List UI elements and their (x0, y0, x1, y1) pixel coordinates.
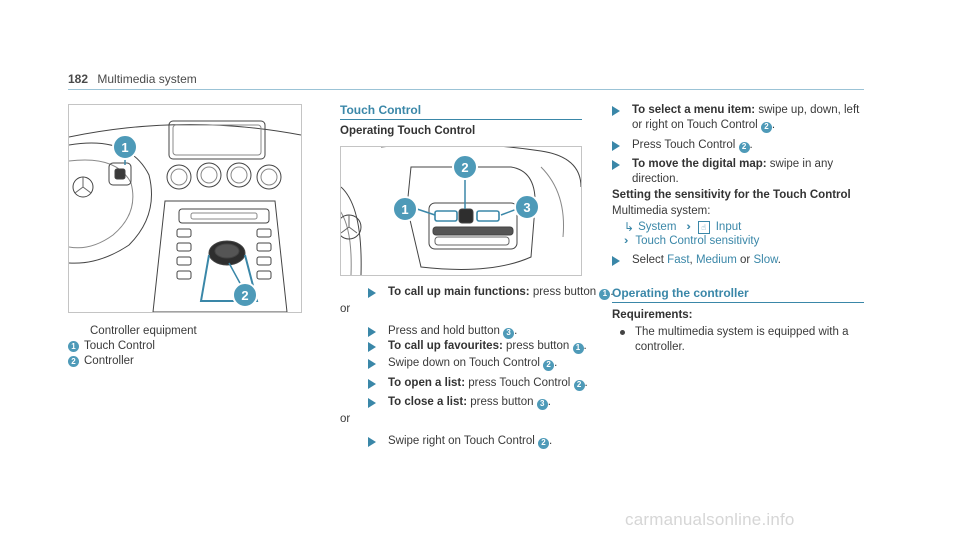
sensitivity-path-label: Multimedia system: (612, 205, 711, 217)
arrow-icon (368, 288, 376, 298)
page-title: Multimedia system (97, 72, 197, 86)
figure2-callout-3: 3 (523, 200, 530, 215)
callout-badge-2: 2 (68, 356, 79, 368)
legend-label: Controller (84, 355, 134, 367)
bullet-icon (620, 330, 625, 335)
double-chevron-icon: ›› (624, 235, 629, 247)
page-number: 182 (68, 72, 89, 86)
menu-touch-control-sensitivity: Touch Control sensitivity (635, 235, 760, 247)
section-rule (612, 302, 864, 303)
option-fast: Fast (667, 254, 690, 266)
step-main-functions: To call up main functions: press button … (368, 285, 614, 300)
arrow-icon (368, 359, 376, 369)
step-press-hold: Press and hold button 3. (368, 324, 517, 339)
step-select-sensitivity: Select Fast, Medium or Slow. (612, 253, 781, 268)
section-rule (340, 119, 582, 120)
or-text: or (340, 303, 351, 315)
figure2-callout-1: 1 (401, 202, 408, 217)
legend-label: Touch Control (84, 340, 155, 352)
figure1-callout-1: 1 (121, 140, 128, 155)
arrow-icon (368, 327, 376, 337)
menu-path-system: ↳ System ›› ☝ Input (624, 220, 741, 234)
step-favourites: To call up favourites: press button 1. (368, 339, 587, 354)
subsection-title: Operating Touch Control (340, 125, 476, 137)
step-close-list: To close a list: press button 3. (368, 395, 551, 410)
arrow-icon (612, 256, 620, 266)
arrow-icon (368, 379, 376, 389)
step-select-menu-item: To select a menu item: swipe up, down, l… (612, 103, 859, 133)
header-rule (68, 89, 864, 90)
sensitivity-heading: Setting the sensitivity for the Touch Co… (612, 189, 851, 201)
figure-caption: Controller equipment (90, 325, 197, 337)
step-swipe-right: Swipe right on Touch Control 2. (368, 434, 552, 449)
menu-input: Input (715, 221, 742, 233)
arrow-icon (368, 398, 376, 408)
arrow-icon (612, 160, 620, 170)
legend-item-controller: 2 Controller (68, 354, 134, 370)
requirement-item: The multimedia system is equipped with a… (620, 325, 849, 355)
option-medium: Medium (695, 254, 737, 266)
arrow-icon (612, 106, 620, 116)
page-header: 182 Multimedia system (68, 72, 197, 86)
option-slow: Slow (753, 254, 778, 266)
menu-path-sensitivity: ›› Touch Control sensitivity (624, 235, 759, 247)
figure2-callout-2: 2 (461, 160, 468, 175)
arrow-icon (612, 141, 620, 151)
section-title-controller: Operating the controller (612, 286, 749, 300)
callout-badge-1: 1 (68, 341, 79, 353)
legend-item-touch-control: 1 Touch Control (68, 339, 155, 355)
double-chevron-icon: ›› (686, 221, 691, 233)
enter-arrow-icon: ↳ (624, 220, 635, 234)
step-press-touch-control: Press Touch Control 2. (612, 138, 753, 153)
arrow-icon (368, 342, 376, 352)
figure1-callout-2: 2 (241, 288, 248, 303)
interior-illustration: 1 2 (68, 104, 302, 313)
step-open-list: To open a list: press Touch Control 2. (368, 376, 588, 391)
menu-system: System (638, 221, 677, 233)
requirements-label: Requirements: (612, 309, 693, 321)
watermark: carmanualsonline.info (625, 510, 795, 529)
steering-wheel-illustration: 1 2 3 (340, 146, 582, 276)
step-swipe-down: Swipe down on Touch Control 2. (368, 356, 557, 371)
section-title-touch-control: Touch Control (340, 103, 422, 117)
or-text: or (340, 413, 351, 425)
arrow-icon (368, 437, 376, 447)
touch-icon: ☝ (697, 220, 710, 234)
